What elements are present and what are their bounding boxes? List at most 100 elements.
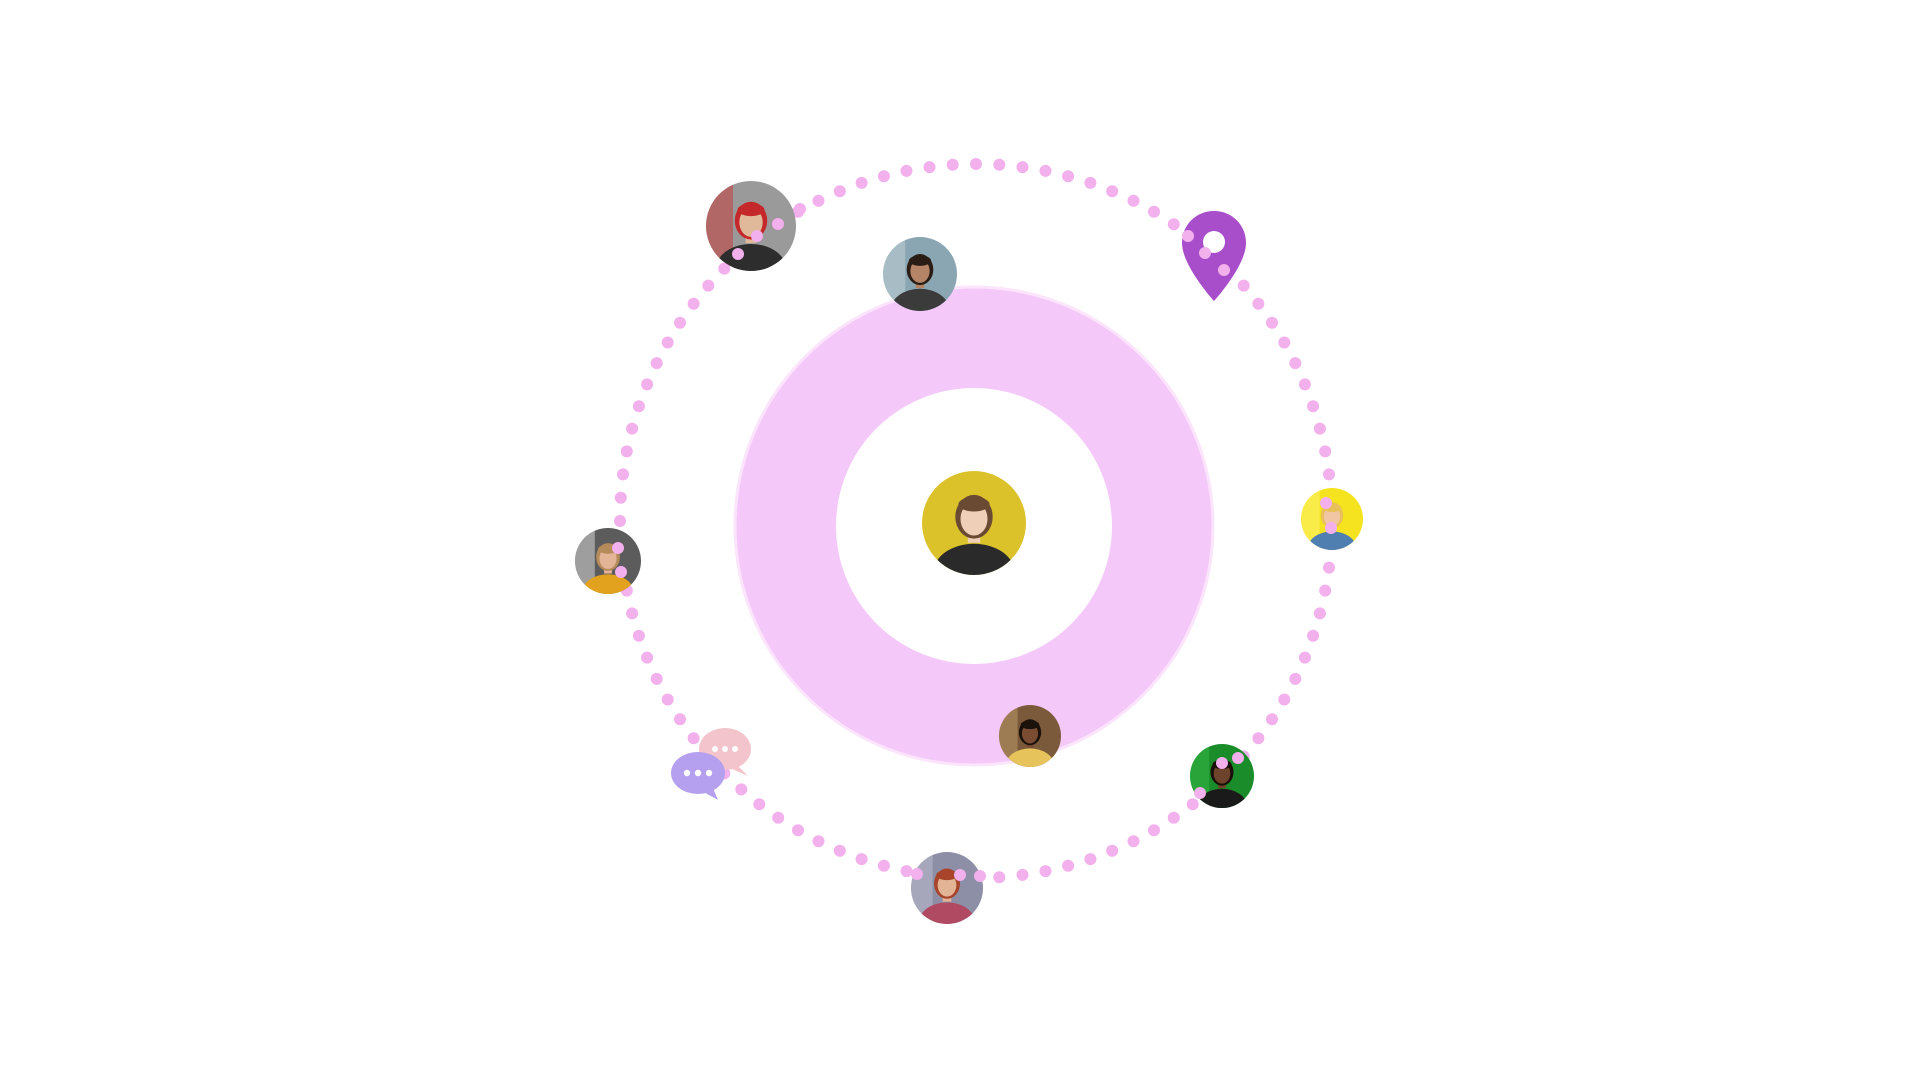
- orbit-dot: [1127, 194, 1140, 207]
- avatar-bearded-man-shoulders: [891, 288, 949, 311]
- orbit-dot: [1320, 497, 1332, 509]
- orbit-dot: [772, 218, 784, 230]
- orbit-dot: [1148, 824, 1160, 837]
- orbit-dot: [974, 870, 986, 882]
- avatar-curly-hair-woman-hair-top: [1020, 720, 1040, 730]
- orbit-dots-overlay-layer: [612, 203, 1337, 882]
- orbit-dot: [661, 336, 674, 349]
- center-avatar-photo: [922, 471, 1026, 575]
- orbit-dot: [1106, 185, 1119, 198]
- orbit-dot: [661, 693, 674, 706]
- orbit-dot: [1127, 835, 1140, 848]
- orbit-dot: [626, 607, 639, 620]
- orbit-dot: [617, 468, 629, 481]
- avatar-yellow-jacket-woman-left-photo: [575, 528, 641, 594]
- orbit-dot: [900, 865, 913, 878]
- avatar-red-dress-woman-hair-top: [936, 870, 958, 881]
- avatar-bearded-man-hair-top: [908, 255, 932, 266]
- orbit-dot: [855, 853, 868, 866]
- avatar-yellow-jacket-woman-left-shoulders: [582, 574, 634, 594]
- avatar-green-bg-woman-photo: [1190, 744, 1254, 808]
- orbit-dot: [812, 194, 825, 207]
- donut-ring-outer-edge: [733, 285, 1215, 767]
- orbit-dot: [1307, 629, 1320, 642]
- chat-dot: [722, 746, 728, 752]
- orbit-dot: [632, 400, 645, 413]
- avatar-bearded-man-photo: [883, 237, 957, 311]
- orbit-dot: [855, 176, 868, 189]
- orbit-dot: [735, 783, 748, 796]
- orbit-dot: [833, 844, 846, 857]
- chat-bubbles-icon: [671, 728, 751, 800]
- orbit-dot: [993, 158, 1006, 171]
- orbit-dot: [812, 835, 825, 848]
- chat-dot: [705, 769, 713, 777]
- chat-dot: [694, 769, 702, 777]
- orbit-dot: [612, 542, 624, 554]
- orbit-dot: [732, 248, 744, 260]
- avatar-red-hat-person-hair-top: [737, 203, 765, 217]
- avatar-curly-hair-woman-photo: [999, 705, 1061, 767]
- orbit-dot: [1307, 400, 1320, 413]
- orbit-dot: [1252, 732, 1265, 745]
- avatar-green-bg-woman: [1190, 744, 1254, 808]
- orbit-dot: [1266, 713, 1278, 726]
- orbit-dot: [794, 203, 806, 215]
- orbit-dot: [833, 185, 846, 198]
- chat-dot: [712, 746, 718, 752]
- orbit-dot: [626, 422, 639, 435]
- location-pin-shape: [1182, 211, 1246, 301]
- orbit-dot: [1298, 651, 1311, 664]
- orbit-dot: [702, 279, 715, 292]
- orbit-dot: [792, 824, 804, 837]
- orbit-dot: [687, 297, 700, 310]
- orbit-dot: [614, 515, 626, 527]
- orbit-dot: [970, 158, 982, 170]
- orbit-dot: [1237, 279, 1250, 292]
- orbit-dot: [1289, 672, 1302, 685]
- orbit-dot: [1289, 357, 1302, 370]
- ring-layer: [733, 285, 1215, 767]
- orbit-dot: [674, 713, 686, 726]
- orbit-dot: [1182, 230, 1194, 242]
- orbit-dot: [911, 868, 923, 880]
- orbit-dot: [615, 566, 627, 578]
- avatar-yellow-bg-woman-backdrop-detail: [1301, 488, 1320, 550]
- avatar-red-hat-person: [706, 181, 796, 271]
- avatar-curly-hair-woman-shoulders: [1005, 748, 1055, 767]
- orbit-dot: [1084, 853, 1097, 866]
- orbit-dot: [718, 262, 731, 275]
- avatar-red-dress-woman: [911, 852, 983, 924]
- orbit-dot: [1167, 218, 1180, 231]
- orbit-dot: [632, 629, 645, 642]
- orbit-dot: [1199, 247, 1211, 259]
- orbit-dot: [1062, 859, 1075, 872]
- orbit-dot: [674, 316, 686, 329]
- orbit-dot: [1319, 445, 1332, 458]
- orbit-dot: [1325, 522, 1337, 534]
- chat-dot: [683, 769, 691, 777]
- orbit-dot: [620, 445, 633, 458]
- orbit-dot: [1167, 811, 1180, 824]
- avatar-red-hat-person-photo: [706, 181, 796, 271]
- avatar-yellow-jacket-woman-left: [575, 528, 641, 594]
- avatar-yellow-bg-woman-shoulders: [1307, 531, 1357, 550]
- orbit-dot: [772, 811, 785, 824]
- avatar-red-dress-woman-photo: [911, 852, 983, 924]
- orbit-dot: [1232, 752, 1244, 764]
- orbit-dot: [1016, 868, 1029, 881]
- orbit-dot: [1016, 161, 1029, 174]
- orbit-dot: [751, 230, 763, 242]
- orbit-dot: [1313, 422, 1326, 435]
- avatar-green-bg-woman-shoulders: [1197, 788, 1247, 808]
- avatar-red-dress-woman-shoulders: [918, 902, 976, 924]
- orbit-dot: [650, 357, 663, 370]
- donut-ring: [736, 288, 1212, 764]
- orbit-dot: [877, 859, 890, 872]
- orbit-dot: [946, 158, 959, 171]
- orbit-dot: [650, 672, 663, 685]
- orbit-dot: [1298, 378, 1311, 391]
- orbit-dot: [1039, 164, 1052, 177]
